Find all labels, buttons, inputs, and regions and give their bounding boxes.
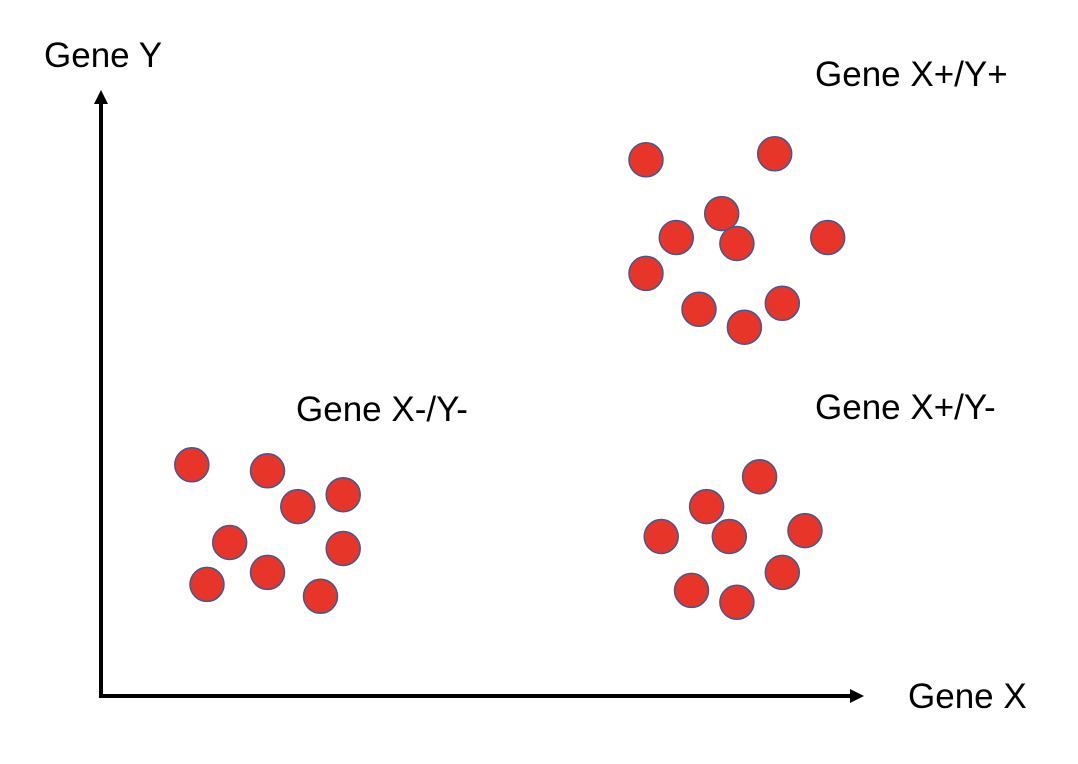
data-point: [787, 512, 823, 549]
data-point: [756, 136, 793, 172]
data-point: [741, 458, 778, 495]
data-point: [711, 518, 748, 555]
data-point: [681, 291, 717, 328]
data-point: [628, 142, 664, 178]
data-point: [302, 578, 339, 615]
data-point: [280, 488, 316, 525]
data-point: [658, 219, 695, 256]
data-point: [189, 566, 225, 603]
cluster-gene-x-minus-y: [174, 447, 361, 615]
data-point: [628, 255, 664, 292]
x-axis-label: Gene X: [908, 677, 1027, 716]
data-point: [764, 554, 801, 591]
data-point: [673, 572, 710, 609]
data-point: [325, 476, 361, 513]
cluster-label-x-plus-y-plus: Gene X+/Y+: [815, 55, 1008, 94]
data-point: [643, 518, 679, 555]
data-point: [249, 453, 286, 489]
data-point: [688, 488, 725, 525]
cluster-gene-x-plus-y-plus: [628, 136, 846, 345]
data-point: [325, 530, 361, 567]
data-point: [719, 225, 755, 262]
data-point: [726, 309, 763, 345]
data-point: [174, 447, 210, 483]
y-axis-arrowhead: [94, 90, 108, 104]
data-point: [764, 285, 801, 322]
y-axis-label: Gene Y: [44, 36, 162, 75]
data-point: [703, 195, 740, 232]
cluster-gene-x-plus-y: [643, 458, 823, 621]
x-axis-arrowhead: [850, 689, 864, 703]
data-point: [719, 584, 755, 621]
data-point: [249, 554, 286, 591]
data-point: [809, 219, 846, 256]
points-layer: [174, 136, 846, 621]
cluster-label-x-minus-y-minus: Gene X-/Y-: [296, 390, 468, 429]
data-point: [211, 524, 248, 561]
cluster-label-x-plus-y-minus: Gene X+/Y-: [815, 388, 996, 427]
